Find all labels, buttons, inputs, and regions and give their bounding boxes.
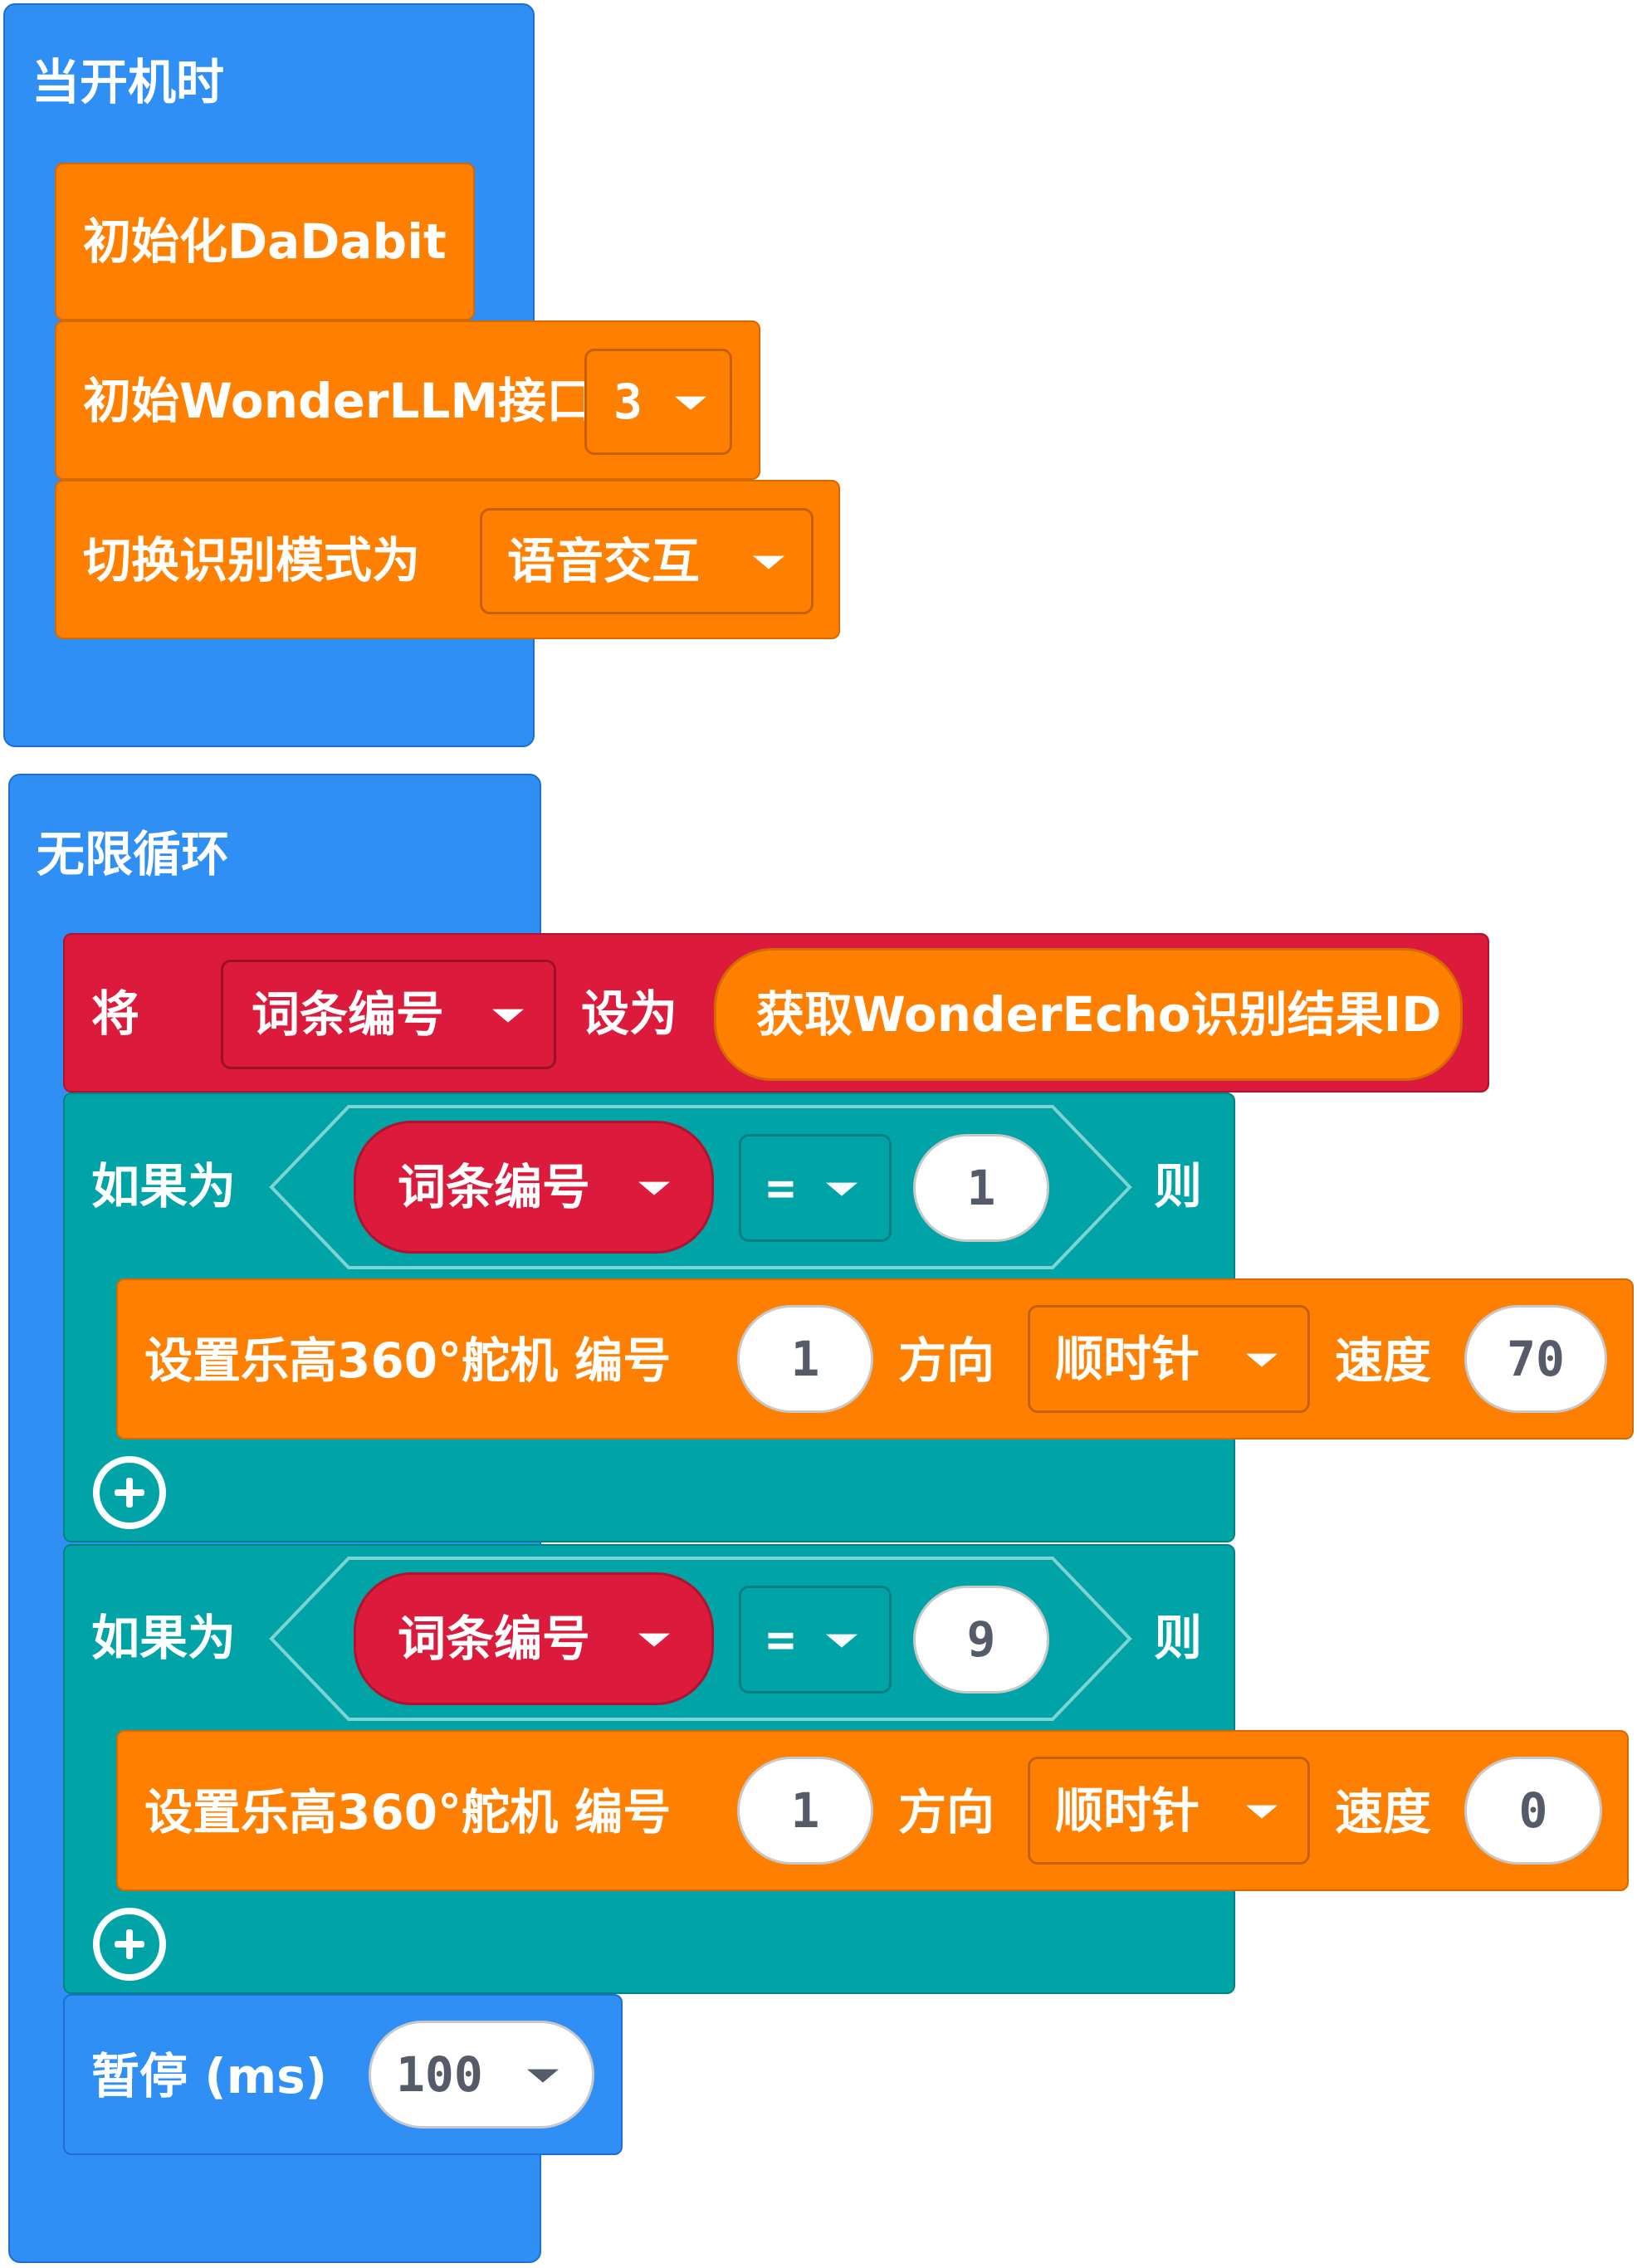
operator-dropdown[interactable]: = — [739, 1134, 892, 1242]
direction-dropdown[interactable]: 顺时针 — [1028, 1757, 1310, 1865]
on-start-label: 当开机时 — [32, 54, 225, 110]
variable-name: 词条编号 — [252, 986, 445, 1043]
direction-label: 方向 — [898, 1784, 995, 1840]
compare-value: 1 — [966, 1160, 996, 1216]
forever-label: 无限循环 — [37, 826, 230, 882]
servo-block-1[interactable] — [116, 1278, 1634, 1439]
echo-result-reporter[interactable]: 获取WonderEcho识别结果ID — [714, 948, 1463, 1081]
set-label: 将 — [91, 985, 140, 1042]
direction-label: 方向 — [898, 1332, 995, 1389]
chevron-down-icon — [1246, 1353, 1278, 1367]
recognition-mode-value: 语音交互 — [507, 533, 701, 589]
chevron-down-icon — [527, 2069, 559, 2083]
echo-result-label: 获取WonderEcho识别结果ID — [756, 986, 1442, 1043]
servo-label: 设置乐高360°舵机 编号 — [144, 1332, 672, 1389]
operator-dropdown[interactable]: = — [739, 1586, 892, 1694]
pause-duration-value: 100 — [396, 2046, 483, 2103]
chevron-down-icon — [826, 1634, 858, 1648]
chevron-down-icon — [826, 1182, 858, 1196]
if-label: 如果为 — [91, 1158, 237, 1215]
init-dadabit-block[interactable] — [55, 163, 475, 320]
compare-value: 9 — [966, 1611, 996, 1668]
speed-label: 速度 — [1335, 1332, 1432, 1389]
compare-value-input[interactable]: 9 — [913, 1586, 1049, 1694]
speed-value: 70 — [1507, 1331, 1565, 1387]
recognition-mode-dropdown[interactable]: 语音交互 — [480, 508, 814, 614]
chevron-down-icon — [675, 396, 706, 410]
direction-value: 顺时针 — [1055, 1331, 1200, 1387]
condition-variable-name: 词条编号 — [398, 1159, 591, 1215]
condition-variable-name: 词条编号 — [398, 1611, 591, 1667]
to-label: 设为 — [581, 985, 678, 1042]
compare-value-input[interactable]: 1 — [913, 1134, 1049, 1242]
servo-label: 设置乐高360°舵机 编号 — [144, 1784, 672, 1840]
pause-label: 暂停 (ms) — [91, 2048, 328, 2104]
operator-value: = — [766, 1160, 795, 1216]
chevron-down-icon — [638, 1633, 670, 1647]
chevron-down-icon — [638, 1181, 670, 1195]
servo-id-input[interactable]: 1 — [737, 1305, 873, 1413]
then-label: 则 — [1154, 1610, 1203, 1666]
init-dadabit-label: 初始化DaDabit — [83, 213, 447, 270]
speed-value: 0 — [1518, 1782, 1548, 1839]
if-label: 如果为 — [91, 1610, 237, 1666]
init-llm-label: 初始WonderLLM接口 — [83, 373, 595, 429]
direction-value: 顺时针 — [1055, 1782, 1200, 1839]
llm-port-value: 3 — [613, 374, 643, 430]
switch-mode-label: 切换识别模式为 — [83, 532, 421, 589]
speed-label: 速度 — [1335, 1784, 1432, 1840]
speed-input[interactable]: 0 — [1464, 1757, 1602, 1865]
add-else-icon[interactable] — [93, 1456, 166, 1529]
chevron-down-icon — [492, 1009, 524, 1023]
servo-id-value: 1 — [790, 1331, 820, 1387]
condition-variable[interactable]: 词条编号 — [354, 1121, 714, 1254]
variable-dropdown[interactable]: 词条编号 — [221, 960, 556, 1069]
operator-value: = — [766, 1611, 795, 1668]
servo-id-value: 1 — [790, 1782, 820, 1839]
condition-variable[interactable]: 词条编号 — [354, 1572, 714, 1705]
chevron-down-icon — [753, 555, 784, 569]
pause-duration-dropdown[interactable]: 100 — [369, 2021, 594, 2129]
then-label: 则 — [1154, 1158, 1203, 1215]
servo-id-input[interactable]: 1 — [737, 1757, 873, 1865]
direction-dropdown[interactable]: 顺时针 — [1028, 1305, 1310, 1413]
add-else-icon[interactable] — [93, 1908, 166, 1981]
speed-input[interactable]: 70 — [1464, 1305, 1607, 1413]
chevron-down-icon — [1246, 1805, 1278, 1819]
llm-port-dropdown[interactable]: 3 — [584, 349, 732, 455]
